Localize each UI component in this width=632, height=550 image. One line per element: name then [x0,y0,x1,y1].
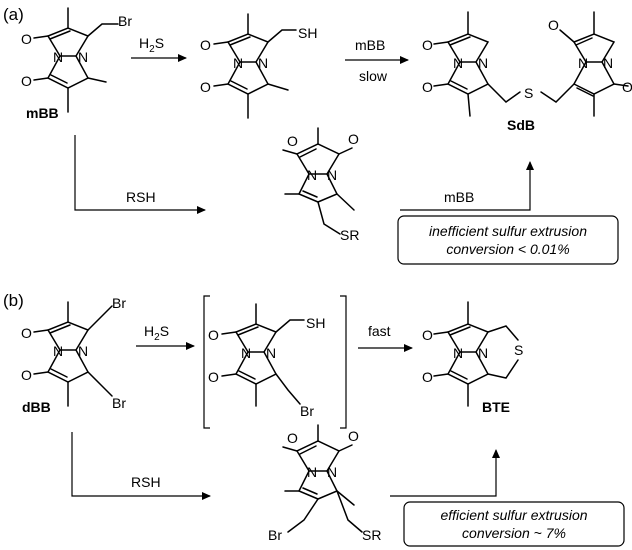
atom-n: N [53,49,63,65]
reagent-rsh: RSH [131,474,161,490]
panel-a-label: (a) [3,5,24,24]
atom-o: O [200,37,211,53]
atom-br: Br [112,395,126,411]
atom-o: O [21,31,32,47]
atom-sr: SR [362,527,381,543]
atom-sr: SR [340,227,359,243]
thiol-intermediate-molecule: SH O O N N [200,13,317,119]
atom-br: Br [268,527,282,543]
atom-o: O [208,369,219,385]
bromothiol-intermediate-molecule: SH Br O O N N [208,303,325,419]
atom-br: Br [112,295,126,311]
atom-o: O [422,327,433,343]
atom-n: N [603,55,613,71]
note-box-efficient [403,501,625,547]
condition-fast: fast [368,323,391,339]
atom-n: N [578,55,588,71]
compound-label-bte: BTE [482,399,510,415]
note-efficient-line2: conversion ~ 7% [462,525,566,541]
compound-label-mbb: mBB [26,105,59,121]
atom-n: N [266,345,276,361]
reagent-mbb: mBB [355,37,385,53]
atom-o: O [21,367,32,383]
compound-label-dbb: dBB [22,399,51,415]
reagent-h2s: H2S [139,35,164,55]
atom-o: O [622,79,632,95]
thioether-adduct-b-molecule: O O N N Br SR [268,424,381,543]
atom-s: S [524,85,533,101]
bracket-right [340,295,347,429]
atom-o: O [422,369,433,385]
note-inefficient-line1: inefficient sulfur extrusion [429,223,587,239]
atom-o: O [21,325,32,341]
atom-o: O [422,37,433,53]
arrow-to-bte [390,449,500,497]
atom-sh: SH [306,315,325,331]
arrow-rsh-a [74,135,206,214]
reagent-h2s: H2S [144,323,169,343]
thioether-adduct-a-molecule: O O N N SR [282,127,359,243]
atom-br: Br [118,13,132,29]
atom-o: O [422,79,433,95]
atom-br: Br [300,403,314,419]
atom-n: N [78,343,88,359]
atom-n: N [453,345,463,361]
atom-o: O [348,131,359,147]
sdb-molecule: O O N N S O N N O [422,11,632,117]
dbb-molecule: Br Br O O N N [21,295,126,411]
atom-n: N [233,55,243,71]
atom-o: O [200,79,211,95]
atom-n: N [478,345,488,361]
compound-label-sdb: SdB [507,117,535,133]
bte-molecule: S O O N N [422,301,523,407]
bracket-left [203,295,210,429]
arrow-mbb-to-sdb [400,161,534,211]
atom-n: N [241,345,251,361]
atom-n: N [327,167,337,183]
atom-n: N [327,464,337,480]
atom-n: N [478,55,488,71]
reagent-mbb: mBB [444,189,474,205]
note-efficient-line1: efficient sulfur extrusion [440,507,587,523]
atom-o: O [287,430,298,446]
atom-o: O [21,73,32,89]
reagent-rsh: RSH [126,189,156,205]
condition-slow: slow [359,68,388,84]
atom-n: N [53,343,63,359]
note-inefficient-line2: conversion < 0.01% [446,241,569,257]
arrow-rsh-b [71,432,211,500]
panel-b-label: (b) [3,291,24,310]
note-box-inefficient [397,215,619,265]
atom-o: O [287,133,298,149]
atom-o: O [208,327,219,343]
atom-n: N [453,55,463,71]
mbb-molecule: Br O O N N [21,7,132,113]
atom-n: N [307,167,317,183]
atom-o: O [348,428,359,444]
atom-o: O [548,17,559,33]
atom-s: S [514,342,523,358]
atom-n: N [78,49,88,65]
atom-n: N [258,55,268,71]
atom-sh: SH [298,25,317,41]
atom-n: N [307,464,317,480]
